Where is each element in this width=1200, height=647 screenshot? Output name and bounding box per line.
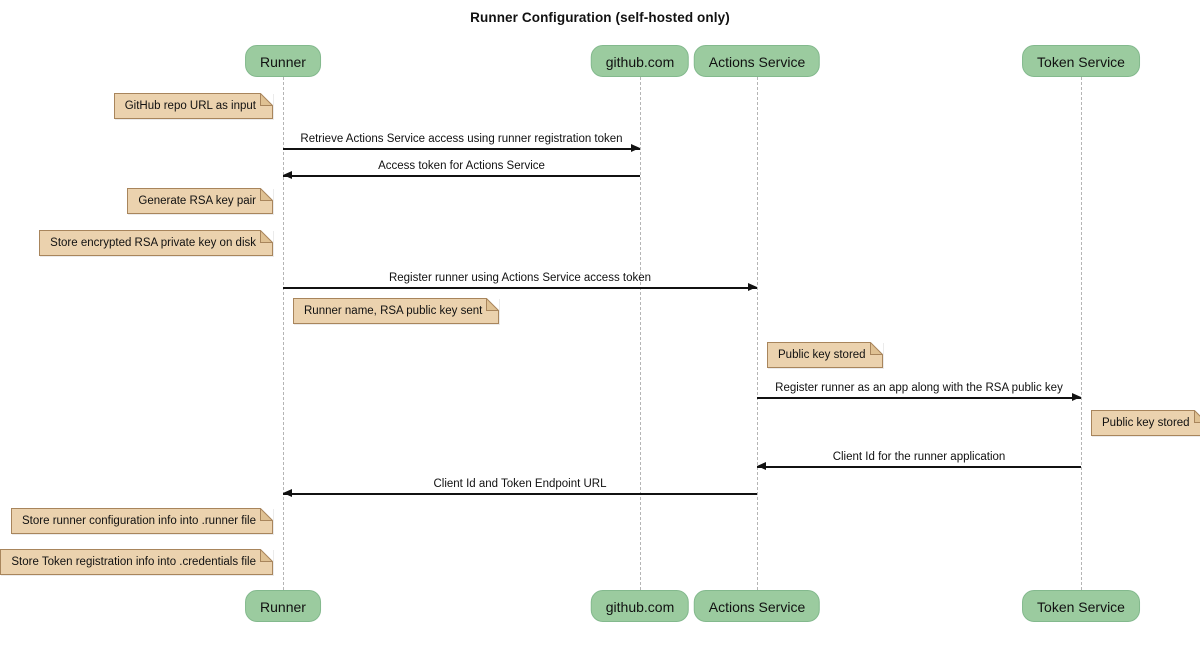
note-text: Store Token registration info into .cred… [11, 556, 256, 568]
note-fold-icon [260, 230, 273, 243]
arrowhead-icon [631, 144, 640, 153]
arrowhead-icon [748, 283, 757, 292]
note-text: Generate RSA key pair [138, 195, 256, 207]
note-fold-icon [869, 342, 883, 355]
note: Store encrypted RSA private key on disk [39, 230, 273, 256]
note-fold-icon [260, 508, 273, 521]
diagram-title: Runner Configuration (self-hosted only) [470, 10, 730, 25]
arrowhead-icon [1072, 393, 1081, 402]
note-fold-icon [260, 93, 273, 106]
lifeline-runner [283, 77, 284, 590]
arrowhead-icon [283, 171, 292, 180]
note-text: Store runner configuration info into .ru… [22, 515, 256, 527]
note: Store Token registration info into .cred… [0, 549, 273, 575]
message-label: Client Id and Token Endpoint URL [433, 478, 607, 490]
note-fold-icon [260, 549, 273, 562]
note-text: Runner name, RSA public key sent [304, 305, 483, 317]
lifeline-actions [757, 77, 758, 590]
note-text: Public key stored [778, 349, 866, 361]
participant-actions-bottom: Actions Service [693, 590, 821, 622]
note-text: GitHub repo URL as input [124, 100, 256, 112]
message-line [283, 493, 757, 495]
participant-github-bottom: github.com [590, 590, 690, 622]
participant-github-top: github.com [590, 45, 690, 77]
participant-runner-top: Runner [245, 45, 321, 77]
participant-runner-bottom: Runner [245, 590, 321, 622]
message-line [283, 148, 640, 150]
note-text: Public key stored [1102, 417, 1190, 429]
message-line [283, 175, 640, 177]
participant-token-bottom: Token Service [1022, 590, 1140, 622]
message-label: Register runner as an app along with the… [775, 382, 1063, 394]
arrowhead-icon [757, 462, 766, 471]
note: GitHub repo URL as input [113, 93, 273, 119]
message-line [757, 397, 1081, 399]
message-line [757, 466, 1081, 468]
note-fold-icon [1193, 410, 1200, 423]
note-fold-icon [260, 188, 273, 201]
message-label: Register runner using Actions Service ac… [388, 272, 652, 284]
message-label: Client Id for the runner application [832, 451, 1006, 463]
lifeline-github [640, 77, 641, 590]
lifeline-token [1081, 77, 1082, 590]
note: Runner name, RSA public key sent [293, 298, 500, 324]
participant-token-top: Token Service [1022, 45, 1140, 77]
note: Store runner configuration info into .ru… [11, 508, 273, 534]
message-line [283, 287, 757, 289]
note-text: Store encrypted RSA private key on disk [50, 237, 256, 249]
arrowhead-icon [283, 489, 292, 498]
message-label: Retrieve Actions Service access using ru… [300, 133, 623, 145]
note: Public key stored [1091, 410, 1200, 436]
note: Public key stored [767, 342, 883, 368]
message-label: Access token for Actions Service [378, 160, 545, 172]
note-fold-icon [486, 298, 500, 311]
participant-actions-top: Actions Service [693, 45, 821, 77]
note: Generate RSA key pair [127, 188, 273, 214]
